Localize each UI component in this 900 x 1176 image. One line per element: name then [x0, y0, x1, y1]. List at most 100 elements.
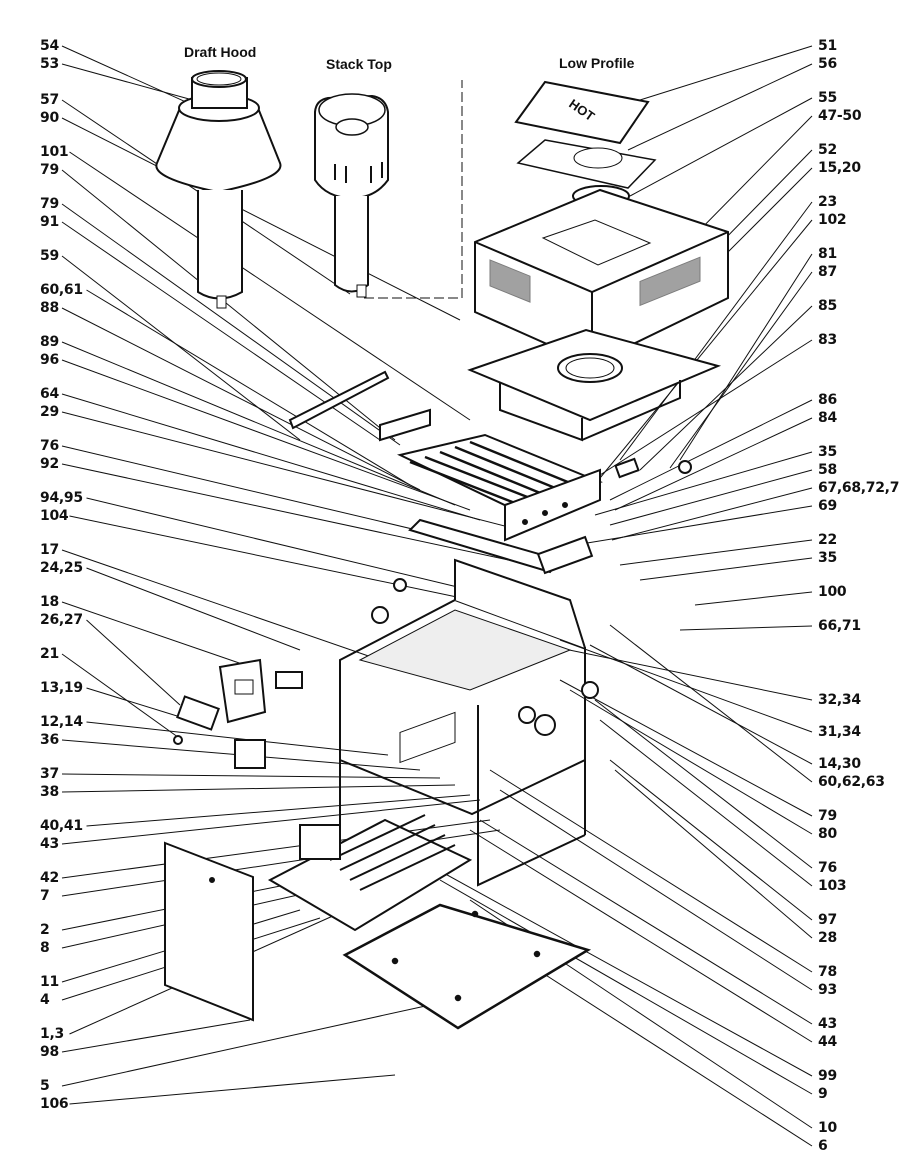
leader-line — [86, 567, 301, 651]
part-label-right: 80 — [818, 826, 837, 842]
part-label-left: 2 — [40, 922, 50, 938]
part-label-right: 79 — [818, 808, 837, 824]
part-label-right: 99 — [818, 1068, 837, 1084]
leader-line — [609, 624, 813, 783]
leader-line — [86, 619, 181, 706]
leader-line — [69, 151, 471, 421]
part-label-left: 64 — [40, 386, 59, 402]
part-label-left: 94,95 — [40, 490, 83, 506]
part-label-left: 7 — [40, 888, 50, 904]
leader-line — [614, 417, 813, 511]
part-label-left: 21 — [40, 646, 59, 662]
leader-line — [86, 687, 191, 721]
leader-line — [61, 773, 441, 779]
title-low-profile: Low Profile — [559, 55, 635, 71]
leader-line — [489, 769, 813, 973]
leader-line — [619, 201, 813, 461]
part-label-left: 53 — [40, 56, 59, 72]
part-label-left: 5 — [40, 1078, 50, 1094]
leader-line — [86, 289, 411, 486]
part-label-right: 23 — [818, 194, 837, 210]
cabinet — [339, 558, 599, 887]
leader-line — [599, 339, 813, 476]
part-label-left: 57 — [40, 92, 59, 108]
leader-line — [86, 497, 471, 591]
part-label-right: 31,34 — [818, 724, 861, 740]
burner-assembly — [164, 814, 473, 1022]
part-label-left: 96 — [40, 352, 59, 368]
leader-line — [469, 829, 813, 1043]
leader-line — [594, 451, 813, 516]
leader-line — [61, 307, 421, 491]
part-label-left: 90 — [40, 110, 59, 126]
part-label-right: 15,20 — [818, 160, 861, 176]
leader-line — [599, 719, 813, 887]
part-label-left: 37 — [40, 766, 59, 782]
leader-line — [86, 721, 389, 756]
leader-line — [61, 411, 521, 531]
leader-line — [589, 644, 813, 765]
part-label-right: 97 — [818, 912, 837, 928]
leader-line — [694, 591, 813, 606]
part-label-right: 84 — [818, 410, 837, 426]
part-label-left: 13,19 — [40, 680, 83, 696]
leader-line — [609, 399, 813, 501]
heat-exchanger — [288, 370, 692, 575]
leader-line — [61, 799, 481, 845]
part-label-right: 6 — [818, 1138, 828, 1154]
leader-line — [611, 487, 813, 541]
part-label-right: 103 — [818, 878, 847, 894]
leader-line — [479, 819, 813, 1025]
leader-line — [639, 305, 813, 471]
leader-line — [61, 463, 556, 571]
part-label-right: 44 — [818, 1034, 837, 1050]
part-label-right: 14,30 — [818, 756, 861, 772]
title-stack-top: Stack Top — [326, 56, 392, 72]
leader-line — [61, 1004, 431, 1087]
part-label-right: 10 — [818, 1120, 837, 1136]
part-label-left: 17 — [40, 542, 59, 558]
part-label-left: 104 — [40, 508, 69, 524]
part-label-left: 1,3 — [40, 1026, 64, 1042]
part-label-right: 69 — [818, 498, 837, 514]
part-label-left: 43 — [40, 836, 59, 852]
part-label-left: 92 — [40, 456, 59, 472]
leader-line — [594, 699, 813, 869]
leader-line — [86, 794, 471, 827]
base-plate — [342, 903, 592, 1030]
part-label-left: 88 — [40, 300, 59, 316]
leader-line — [559, 679, 813, 817]
part-label-left: 54 — [40, 38, 59, 54]
part-label-right: 47-50 — [818, 108, 862, 124]
draft-hood — [155, 70, 282, 309]
part-label-right: 85 — [818, 298, 837, 314]
part-label-left: 38 — [40, 784, 59, 800]
leader-line — [569, 689, 813, 835]
part-label-right: 81 — [818, 246, 837, 262]
leader-line — [61, 819, 491, 879]
part-label-left: 98 — [40, 1044, 59, 1060]
leader-line — [61, 653, 183, 741]
part-label-left: 8 — [40, 940, 50, 956]
part-label-left: 26,27 — [40, 612, 83, 628]
part-label-left: 60,61 — [40, 282, 83, 298]
leader-line — [61, 117, 461, 321]
part-label-left: 79 — [40, 162, 59, 178]
part-label-right: 28 — [818, 930, 837, 946]
leader-line — [69, 515, 496, 606]
part-label-right: 32,34 — [818, 692, 861, 708]
part-label-left: 18 — [40, 594, 59, 610]
part-label-left: 59 — [40, 248, 59, 264]
control-components — [173, 658, 303, 769]
leader-line — [679, 625, 813, 631]
part-label-right: 35 — [818, 444, 837, 460]
leader-line — [61, 341, 456, 506]
leader-line — [61, 1019, 251, 1053]
part-label-right: 67,68,72,73 — [818, 480, 900, 496]
part-label-left: 106 — [40, 1096, 69, 1112]
part-label-right: 35 — [818, 550, 837, 566]
low-profile-vent: HOT — [467, 80, 729, 442]
leader-line — [609, 759, 813, 921]
leader-line — [639, 45, 813, 101]
